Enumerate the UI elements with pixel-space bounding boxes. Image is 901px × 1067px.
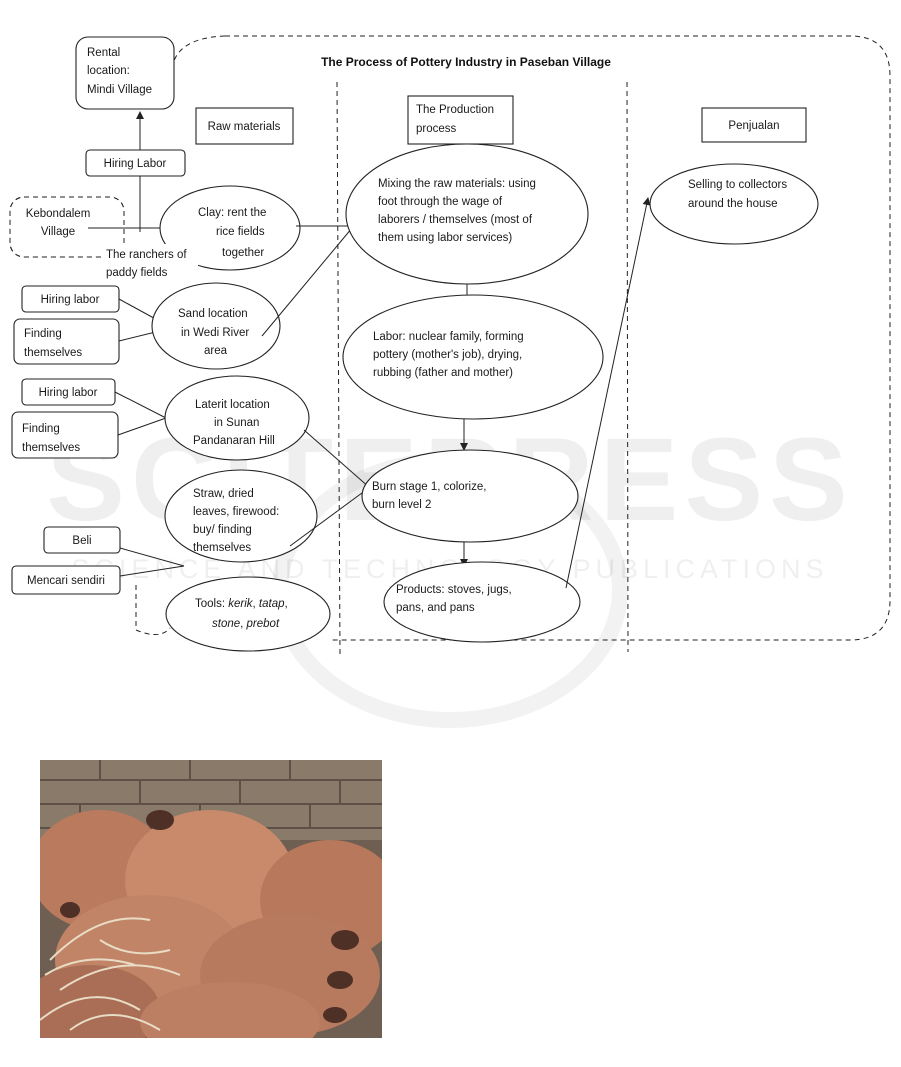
header-raw-materials-label: Raw materials — [208, 121, 281, 133]
line-sand-to-mixing — [261, 227, 353, 337]
process-boundary-left — [171, 35, 226, 95]
clay-pots — [40, 810, 382, 1038]
pottery-photo-illustration — [40, 760, 382, 1038]
pottery-photo — [40, 760, 382, 1038]
header-raw-materials — [195, 107, 294, 145]
mencari-sendiri-label: Mencari sendiri — [27, 575, 105, 587]
line-beli — [119, 547, 185, 567]
mixing-line-4: them using labor services) — [378, 232, 512, 244]
laterit-line-1: Laterit location — [195, 399, 270, 411]
sand-line-2: in Wedi River — [181, 327, 249, 339]
labor-node — [342, 294, 604, 420]
line-laterit-hiring — [114, 391, 167, 419]
labor-line-2: pottery (mother's job), drying, — [373, 349, 522, 361]
kebondalem-line-1: Kebondalem — [26, 208, 91, 220]
hiring-labor-top-label: Hiring Labor — [104, 158, 167, 170]
burn-line-1: Burn stage 1, colorize, — [372, 481, 486, 493]
sand-hiring-labor-label: Hiring labor — [41, 294, 100, 306]
divider-1 — [336, 81, 341, 656]
clay-line-1: Clay: rent the — [198, 207, 266, 219]
laterit-node — [164, 375, 310, 461]
rental-location-line-2: location: — [87, 65, 130, 77]
line-laterit-finding — [117, 417, 167, 436]
boundary-left-corner — [135, 627, 171, 635]
hiring-labor-top-box — [85, 149, 186, 177]
products-line-2: pans, and pans — [396, 602, 475, 614]
sand-finding-line-1: Finding — [24, 328, 62, 340]
sand-line-3: area — [204, 345, 228, 357]
sand-line-1: Sand location — [178, 308, 248, 320]
straw-line-4: themselves — [193, 542, 251, 554]
straw-line-1: Straw, dried — [193, 488, 254, 500]
straw-node — [164, 469, 318, 563]
ranchers-line-1: The ranchers of — [106, 249, 187, 261]
straw-line-3: buy/ finding — [193, 524, 252, 536]
mencari-sendiri-box — [11, 565, 121, 595]
products-node — [383, 561, 581, 643]
sand-node — [151, 282, 281, 370]
laterit-line-3: Pandanaran Hill — [193, 435, 275, 447]
clay-line-2: rice fields — [216, 226, 265, 238]
laterit-hiring-labor-label: Hiring labor — [39, 387, 98, 399]
process-boundary — [225, 35, 891, 641]
beli-box — [43, 526, 121, 554]
tools-node — [165, 576, 331, 652]
header-sales — [701, 107, 807, 143]
mixing-line-1: Mixing the raw materials: using — [378, 178, 536, 190]
straw — [40, 917, 181, 1031]
arrow-products-to-selling — [565, 197, 651, 589]
rental-location-line-3: Mindi Village — [87, 84, 152, 96]
line-straw-to-burn — [289, 489, 367, 547]
rental-location-box — [75, 36, 175, 110]
selling-line-1: Selling to collectors — [688, 179, 787, 191]
labor-line-1: Labor: nuclear family, forming — [373, 331, 524, 343]
rental-location-line-1: Rental — [87, 47, 120, 59]
sand-finding-box — [13, 318, 120, 365]
mixing-line-3: laborers / themselves (most of — [378, 214, 533, 226]
laterit-line-2: in Sunan — [214, 417, 259, 429]
line-laterit-to-burn — [303, 429, 371, 489]
diagram-title: The Process of Pottery Industry in Paseb… — [321, 55, 611, 69]
laterit-finding-line-1: Finding — [22, 423, 60, 435]
header-sales-label: Penjualan — [728, 120, 779, 132]
labor-line-3: rubbing (father and mother) — [373, 367, 513, 379]
header-production-line-2: process — [416, 123, 457, 135]
beli-label: Beli — [72, 535, 91, 547]
line-mencari — [119, 565, 185, 577]
clay-line-3: together — [222, 247, 264, 259]
burn-node — [361, 449, 579, 543]
laterit-finding-line-2: themselves — [22, 442, 80, 454]
selling-line-2: around the house — [688, 198, 778, 210]
header-production-line-1: The Production — [416, 104, 494, 116]
straw-line-2: leaves, firewood: — [193, 506, 279, 518]
kebondalem-line-2: Village — [41, 226, 75, 238]
mixing-line-2: foot through the wage of — [378, 196, 503, 208]
burn-line-2: burn level 2 — [372, 499, 431, 511]
products-line-1: Products: stoves, jugs, — [396, 584, 512, 596]
sand-finding-line-2: themselves — [24, 347, 82, 359]
ranchers-line-2: paddy fields — [106, 267, 168, 279]
tools-line-2: stone, prebot — [212, 618, 280, 630]
tools-line-1: Tools: kerik, tatap, — [195, 598, 288, 610]
